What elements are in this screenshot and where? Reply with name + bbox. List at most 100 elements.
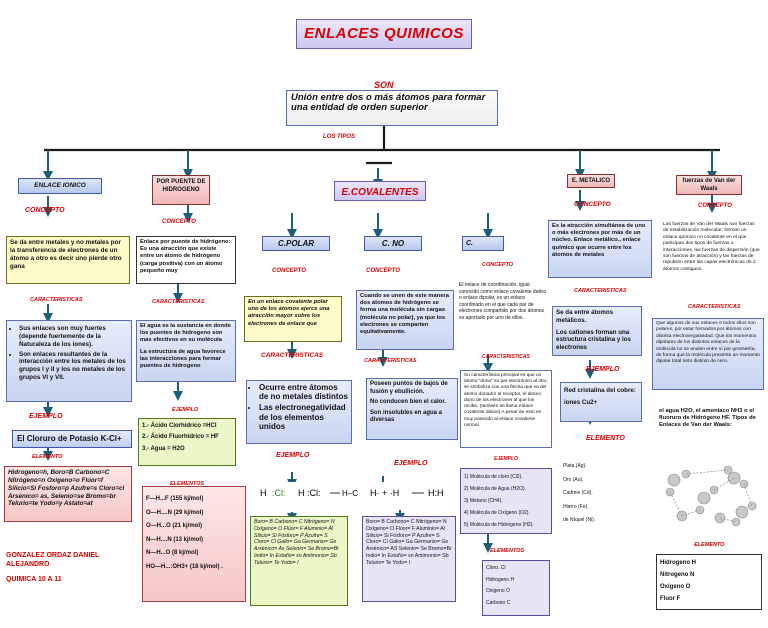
metalico-caracteristicas-label: CARACTERISTICAS <box>574 288 627 294</box>
ionico-elementos-text: Hidrogeno=h, Boro=B Carbono=C Nitrógeno=… <box>8 469 125 508</box>
metalico-elemento-4: Hierro (Fe). <box>563 503 589 510</box>
metalico-caracteristica-2: Los cationes forman una estructura crist… <box>556 328 631 352</box>
ionico-caracteristicas-box: Sus enlaces son muy fuertes (depende fue… <box>6 320 132 402</box>
coord-concepto-text: El enlace de coordinación, igual conocid… <box>459 282 547 321</box>
vdw-elemento-3: Oxigeno O <box>660 584 691 590</box>
coord-caracteristicas-text: Su característica principal es que un át… <box>464 373 548 428</box>
puente-header: POR PUENTE DE HIDROGENO <box>152 175 210 205</box>
coord-ejemplo-1: 1) Molécula de cloro (Cl2). <box>464 474 523 480</box>
coord-elemento-2: Hidrogeno H <box>486 576 515 583</box>
ionico-title: ENLACE IONICO <box>34 182 86 189</box>
definition-text: Unión entre dos o más átomos para formar… <box>291 92 486 114</box>
polar-ejemplo-box: H :Cl: H :Cl: H–Cl <box>252 482 358 512</box>
son-label: SON <box>374 80 394 90</box>
vdw-elemento-1: Hidrogeno H <box>660 560 696 566</box>
polar-caracteristicas-label: CARACTERISTICAS <box>261 352 324 359</box>
puente-ejemplo-3: 3.- Agua = H2O <box>142 445 185 452</box>
svg-text::Cl:: :Cl: <box>272 488 286 498</box>
polar-header: C.POLAR <box>262 236 330 251</box>
ionico-concepto-box: Se da entre metales y no metales por la … <box>6 236 130 284</box>
svg-text:H:H: H:H <box>428 488 444 498</box>
coord-concepto-label: CONCEPTO <box>482 262 514 268</box>
puente-elemento-1: F—H...F (155 kj/mol) <box>146 496 204 502</box>
coord-ejemplo-3: 3) Metano (CH4). <box>464 498 503 504</box>
polar-elementos-box: Boro= B Carbono= C Nitrógeno= N Oxígeno=… <box>250 516 348 606</box>
coord-header: C. <box>462 236 504 251</box>
polar-caracteristicas-box: Ocurre entre átomos de no metales distin… <box>246 380 352 444</box>
definition-box: Unión entre dos o más átomos para formar… <box>286 90 498 126</box>
puente-concepto-text: Enlace por puente de hidrógeno: Es una a… <box>140 239 231 274</box>
puente-elementos-label: ELEMENTOS <box>170 481 205 487</box>
coord-elementos-box: Cloro. Cl Hidrogeno H Oxigeno O Carbono … <box>482 560 550 616</box>
coord-ejemplo-label: EJEMPLO <box>494 456 518 462</box>
coord-elemento-1: Cloro. Cl <box>486 565 506 571</box>
polar-title: C.POLAR <box>278 239 314 248</box>
metalico-elemento-3: Cadmio (Cd). <box>563 490 593 496</box>
nopolar-molecule-diagram: H· + ·H H:H <box>370 488 444 498</box>
author-course: QUIMICA 10 A 11 <box>6 576 62 583</box>
metalico-concepto-text: Es la atracción simultánea de uno o más … <box>552 223 646 258</box>
coord-caracteristicas-label: CARACTERISTICAS <box>482 354 530 360</box>
ionico-caracteristica-1: Sus enlaces son muy fuertes (depende fue… <box>19 325 128 349</box>
vdw-header: fuerzas de Van der Waals <box>676 175 742 195</box>
coord-elemento-3: Oxigeno O <box>486 588 510 594</box>
ionico-concepto-text: Se da entre metales y no metales por la … <box>10 239 122 270</box>
puente-elemento-5: N—H...O (8 kj/mol) <box>146 550 199 556</box>
polar-concepto-text: En un enlace covalente polar uno de los … <box>248 299 330 327</box>
svg-text:H :Cl:: H :Cl: <box>298 488 321 498</box>
metalico-elemento-2: Oro (Au). <box>563 476 584 483</box>
coord-ejemplo-box: 1) Molécula de cloro (Cl2). 2) Molécula … <box>460 468 552 534</box>
ionico-concepto-label: CONCEPTO <box>25 207 65 214</box>
water-molecule-cluster-illustration <box>665 465 757 527</box>
vdw-caracteristicas-box: Que algunos de sus enlaces e todos ellos… <box>652 318 764 390</box>
metalico-elemento-1: Plata (Ag). <box>563 463 587 469</box>
vdw-concepto-label: CONCEPTO <box>698 203 732 209</box>
covalentes-title: E.COVALENTES <box>341 187 419 198</box>
puente-caracteristicas-label: CARACTERISTICAS <box>152 299 205 305</box>
coord-ejemplo-2: 2) Molécula de Agua (H2O). <box>464 486 526 492</box>
ionico-ejemplo-text: El Cloruro de Potasio K-Cl+ <box>17 434 122 443</box>
ionico-ejemplo-label: EJEMPLO <box>29 413 63 420</box>
page-title-box: ENLACES QUIMICOS <box>296 19 472 49</box>
nopolar-concepto-box: Cuando se unen de este manera dos átomos… <box>356 290 454 350</box>
svg-text:H: H <box>260 488 267 498</box>
puente-elemento-4: N—H....N (13 kj/mol) <box>146 536 204 543</box>
nopolar-caracteristica-2: No conducen bien el calor. <box>370 399 447 405</box>
metalico-title: E. METALICO <box>571 178 611 184</box>
svg-text:H· + ·H: H· + ·H <box>370 488 399 498</box>
nopolar-elementos-text: Boro= B Carbono= C Nitrógeno= N Oxígeno=… <box>366 519 452 566</box>
ionico-ejemplo-box: El Cloruro de Potasio K-Cl+ <box>12 430 132 448</box>
puente-caracteristica-1: El agua es la sustancia en donde los pue… <box>140 323 231 344</box>
metalico-caracteristica-1: Se da entre átomos metálicos. <box>556 309 614 324</box>
page-title: ENLACES QUIMICOS <box>304 25 464 42</box>
puente-ejemplo-box: 1.- Ácido Clorhídrico =HCl 2.- Ácido Flu… <box>138 418 236 466</box>
vdw-ejemplo-text: el agua H2O, el amoniaco NH3 o el fluoru… <box>659 408 756 429</box>
nopolar-ejemplo-box: H· + ·H H:H <box>366 482 460 510</box>
coord-elemento-4: Carbono C <box>486 599 511 606</box>
polar-caracteristica-1: Ocurre entre átomos de no metales distin… <box>259 383 348 401</box>
coord-caracteristicas-box: Su característica principal es que un át… <box>460 370 552 448</box>
vdw-elemento-4: Fluor F <box>660 596 681 602</box>
puente-elemento-2: O—H....N (29 kj/mol) <box>146 509 204 516</box>
covalentes-header: E.COVALENTES <box>334 181 426 201</box>
metalico-ejemplo-box: Red cristalina del cobre: iones Cu2+ <box>560 382 642 422</box>
coord-ejemplo-5: 5) Molécula de Hidrógeno (H2). <box>464 522 534 528</box>
vdw-caracteristicas-text: Que algunos de sus enlaces e todos ellos… <box>656 321 760 365</box>
vdw-elementos-box: Hidrogeno H Nitrogeno N Oxigeno O Fluor … <box>656 554 762 610</box>
metalico-ejemplo-text: Red cristalina del cobre: iones Cu2+ <box>564 387 636 406</box>
polar-concepto-box: En un enlace covalente polar uno de los … <box>244 296 342 342</box>
svg-text:H–Cl: H–Cl <box>342 489 358 498</box>
polar-elementos-text: Boro= B Carbono= C Nitrógeno= N Oxígeno=… <box>254 519 340 566</box>
puente-concepto-box: Enlace por puente de hidrógeno: Es una a… <box>136 236 236 284</box>
coord-title: C. <box>466 240 473 247</box>
polar-caracteristica-2: Las electronegatividad de los elementos … <box>259 403 348 431</box>
puente-caracteristica-2: La estructura de agua favorece las inter… <box>140 348 226 370</box>
metalico-elementos-box: Plata (Ag). Oro (Au). Cadmio (Cd). Hierr… <box>560 458 636 544</box>
polar-molecule-diagram: H :Cl: H :Cl: H–Cl <box>260 488 358 498</box>
puente-elemento-6: HO—H...:OH3+ (18 kj/mol) . <box>146 563 223 570</box>
nopolar-caracteristica-1: Poseen puntos de bajos de fusión y ebull… <box>370 381 448 395</box>
nopolar-elementos-box: Boro= B Carbono= C Nitrógeno= N Oxígeno=… <box>362 516 456 602</box>
puente-ejemplo-1: 1.- Ácido Clorhídrico =HCl <box>142 423 217 429</box>
metalico-caracteristicas-box: Se da entre átomos metálicos. Los cation… <box>552 306 642 356</box>
vdw-caracteristicas-label: CARACTERISTICAS <box>688 304 741 310</box>
